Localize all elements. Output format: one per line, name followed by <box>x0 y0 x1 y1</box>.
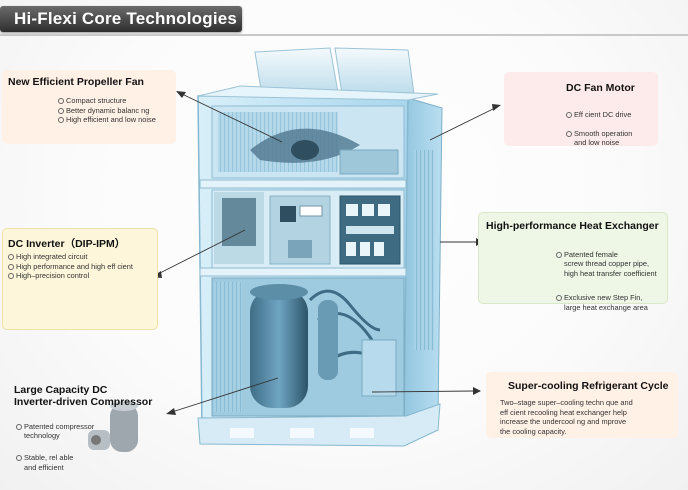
bullet-item: High performance and high eff cient <box>8 262 154 272</box>
callout-text: Two–stage super–cooling techn que and ef… <box>500 398 633 436</box>
title-divider <box>0 34 688 36</box>
top-fan-guards <box>254 47 415 97</box>
callout-title: New Efficient Propeller Fan <box>8 76 144 88</box>
title-bar: Hi-Flexi Core Technologies <box>0 6 242 32</box>
bullet-item: Smooth operation and low noise <box>566 129 656 148</box>
bullet-item: Exclusive new Step Fin, large heat excha… <box>556 293 664 312</box>
bullet-item: Stable, rel able and efficient <box>16 453 98 472</box>
callout-title-line2: Inverter-driven Compressor <box>14 396 153 408</box>
callout-title: Super-cooling Refrigerant Cycle <box>508 380 669 392</box>
bullet-item: Compact structure <box>58 96 174 106</box>
page-title: Hi-Flexi Core Technologies <box>14 9 238 28</box>
callout-bullets: Patented compressor technology Stable, r… <box>16 412 98 482</box>
callout-bullets: Compact structure Better dynamic balanc … <box>58 96 174 125</box>
bullet-item: High efficient and low noise <box>58 115 174 125</box>
bullet-item: High integrated circuit <box>8 252 154 262</box>
callout-box <box>2 228 158 330</box>
callout-title: DC Fan Motor <box>566 82 635 94</box>
callout-bullets: Patented female screw thread copper pipe… <box>556 240 664 322</box>
callout-box <box>486 372 678 438</box>
callout-box <box>2 70 176 144</box>
callout-title: DC Inverter（DIP-IPM） <box>8 238 126 250</box>
callout-bullets: High integrated circuit High performance… <box>8 252 154 281</box>
callout-bullets: Eff cient DC drive Smooth operation and … <box>566 100 656 158</box>
callout-title: High-performance Heat Exchanger <box>486 220 659 232</box>
callout-box <box>478 212 668 304</box>
callout-title-line1: Large Capacity DC <box>14 384 108 396</box>
compressor-image <box>88 401 138 452</box>
bullet-item: Eff cient DC drive <box>566 110 656 120</box>
bullet-item: Patented compressor technology <box>16 422 98 441</box>
bullet-item: Patented female screw thread copper pipe… <box>556 250 664 279</box>
bullet-item: High–precision control <box>8 271 154 281</box>
pointer-lines <box>157 93 496 413</box>
callout-box <box>504 72 658 146</box>
bullet-item: Better dynamic balanc ng <box>58 106 174 116</box>
